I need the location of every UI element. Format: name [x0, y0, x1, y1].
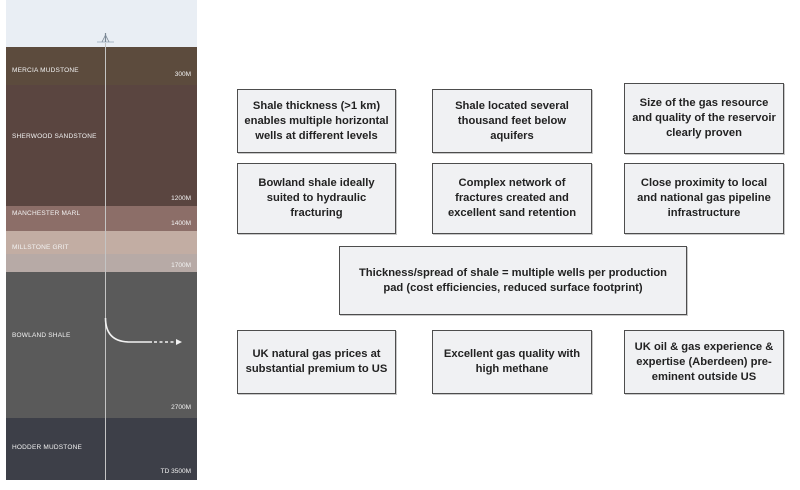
geology-column: MERCIA MUDSTONE 300M SHERWOOD SANDSTONE … [6, 0, 197, 480]
drilling-rig-icon [97, 33, 114, 43]
wellbore-diagram [6, 0, 197, 480]
box-pipeline-proximity: Close proximity to local and national ga… [624, 163, 784, 234]
box-gas-prices: UK natural gas prices at substantial pre… [237, 330, 396, 394]
box-bowland-fracturing: Bowland shale ideally suited to hydrauli… [237, 163, 396, 234]
box-gas-quality: Excellent gas quality with high methane [432, 330, 592, 394]
box-gas-resource: Size of the gas resource and quality of … [624, 83, 784, 154]
box-uk-expertise: UK oil & gas experience & expertise (Abe… [624, 330, 784, 394]
horizontal-lateral [106, 318, 153, 342]
box-multiple-wells: Thickness/spread of shale = multiple wel… [339, 246, 687, 315]
arrow-head-icon [176, 339, 182, 345]
box-shale-thickness: Shale thickness (>1 km) enables multiple… [237, 89, 396, 153]
box-fracture-network: Complex network of fractures created and… [432, 163, 592, 234]
box-below-aquifers: Shale located several thousand feet belo… [432, 89, 592, 153]
